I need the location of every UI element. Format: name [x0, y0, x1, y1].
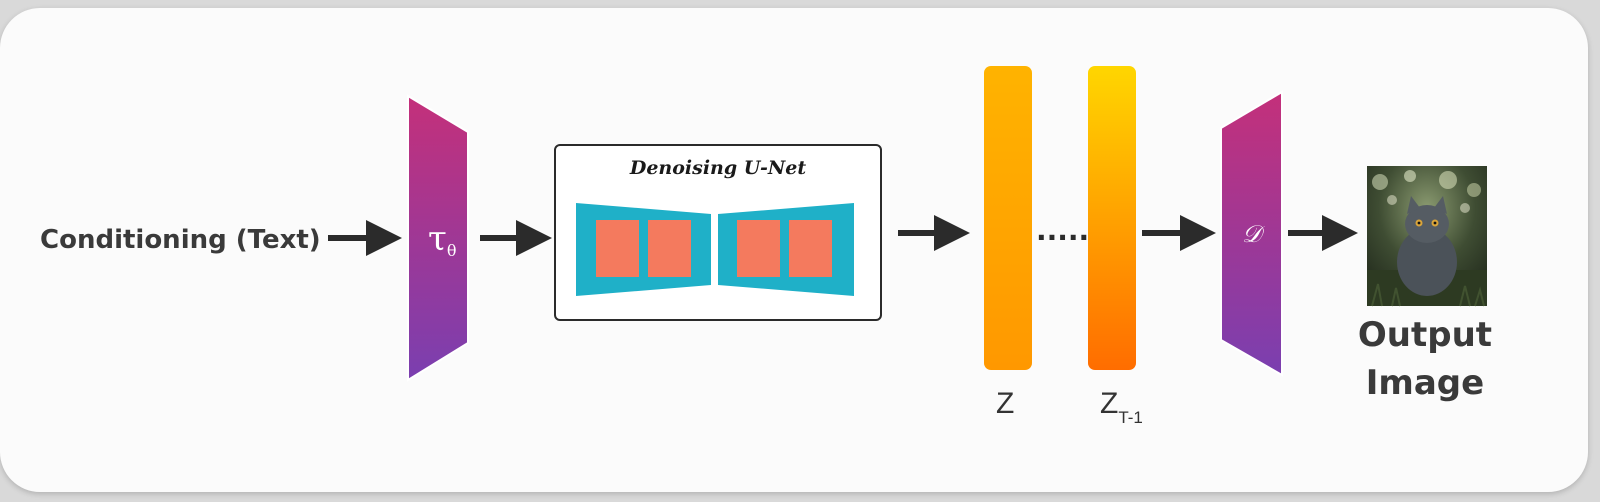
unet-block: [648, 220, 691, 277]
latent-ellipsis: .....: [1036, 214, 1089, 247]
latent-zt-label: Z: [1100, 387, 1118, 420]
unet-block: [789, 220, 832, 277]
latent-z-label: Z: [996, 387, 1014, 420]
svg-text:τθ: τθ: [428, 219, 456, 260]
latent-z: [984, 66, 1032, 370]
cat-photo-icon: [1367, 166, 1487, 307]
latent-zt-subscript: T-1: [1118, 408, 1143, 427]
encoder-symbol: τ: [428, 219, 447, 259]
unet-title: Denoising U-Net: [629, 157, 806, 179]
unet-box: Denoising U-Net: [554, 144, 882, 321]
conditioning-label: Conditioning (Text): [40, 225, 321, 255]
output-label-line1: Output: [1358, 315, 1492, 355]
encoder-subscript: θ: [447, 241, 457, 260]
unet-block: [596, 220, 639, 277]
output-label-line2: Image: [1366, 363, 1484, 403]
unet-block: [737, 220, 780, 277]
decoder: 𝒟: [1220, 90, 1283, 377]
latent-z-t-minus-1: [1088, 66, 1136, 370]
text-encoder: τθ: [407, 94, 469, 382]
svg-text:ZT-1: ZT-1: [1100, 387, 1143, 427]
